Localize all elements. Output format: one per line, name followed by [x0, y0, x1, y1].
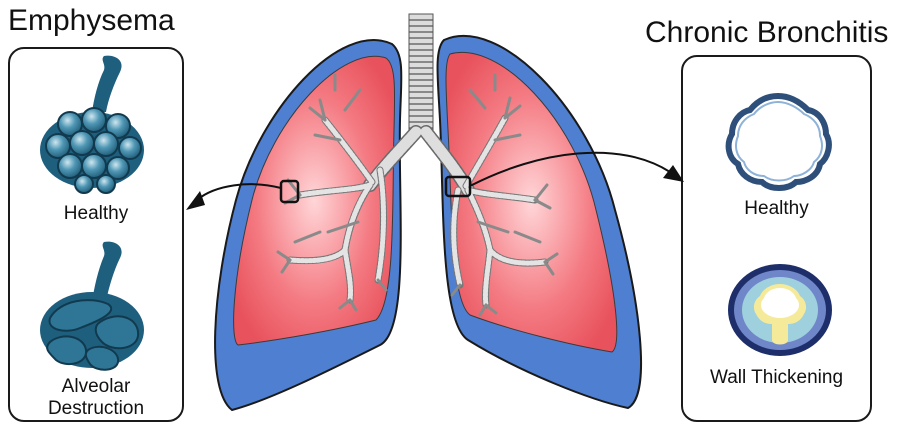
- bronchitis-healthy-label: Healthy: [681, 198, 872, 220]
- emphysema-healthy-label: Healthy: [8, 203, 184, 225]
- wall-thickening-label: Wall Thickening: [681, 367, 872, 389]
- alveolar-destruction-line1: Alveolar: [8, 376, 184, 398]
- healthy-alveoli-icon: [40, 56, 144, 193]
- trachea: [409, 14, 433, 134]
- alveolar-destruction-label: Alveolar Destruction: [8, 376, 184, 420]
- right-lung: [438, 36, 642, 408]
- alveolar-destruction-icon: [40, 242, 144, 370]
- healthy-airway-icon: [729, 96, 829, 188]
- alveolar-destruction-line2: Destruction: [8, 398, 184, 420]
- wall-thickening-icon: [728, 264, 832, 356]
- left-lung: [215, 40, 401, 410]
